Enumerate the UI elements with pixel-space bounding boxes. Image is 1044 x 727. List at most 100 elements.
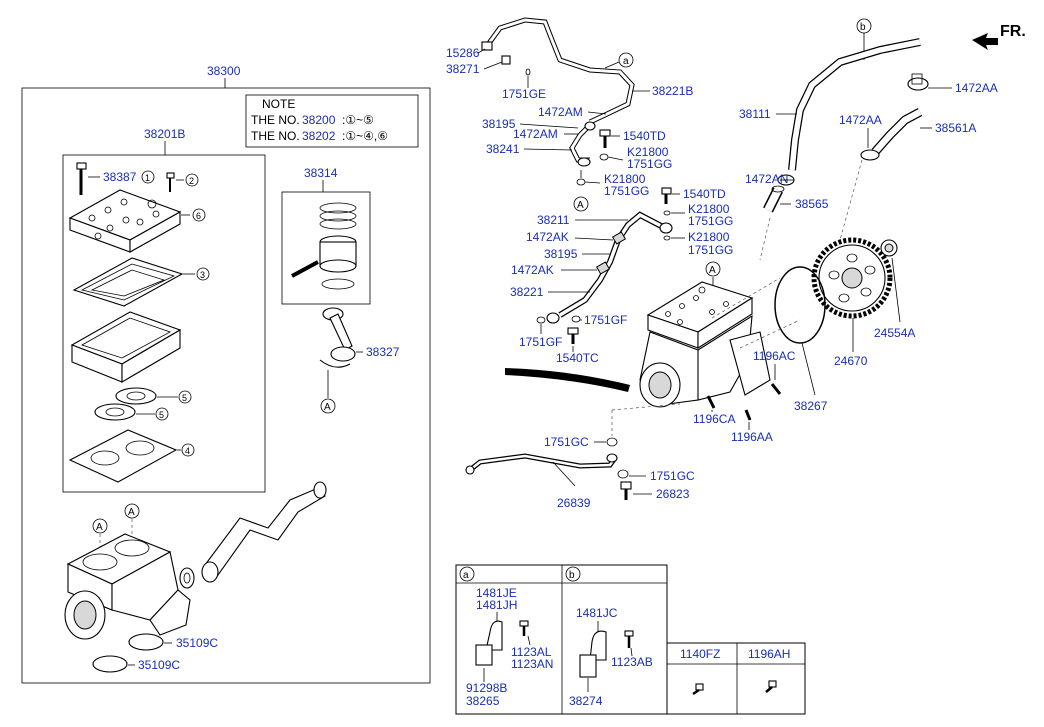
label-1196ca[interactable]: 1196CA <box>693 412 735 426</box>
label-1751gf-1[interactable]: 1751GF <box>584 313 627 327</box>
cylinder-gasket-part[interactable] <box>68 429 178 483</box>
label-1540tc[interactable]: 1540TC <box>556 351 599 365</box>
label-24554a[interactable]: 24554A <box>874 326 915 340</box>
crankcase-part[interactable] <box>64 533 191 640</box>
label-38561a[interactable]: 38561A <box>935 121 976 135</box>
bolt-1540td-2-part[interactable] <box>661 187 672 204</box>
hose-38565-part[interactable] <box>763 185 785 213</box>
gasket-part[interactable] <box>72 257 184 307</box>
bolt-1196ca-part[interactable] <box>706 395 716 409</box>
clamp-b-part[interactable] <box>579 630 607 678</box>
inset-1140fz[interactable]: 1140FZ <box>680 647 720 661</box>
compressor-assembly-part[interactable] <box>639 281 771 408</box>
label-1472aa-1[interactable]: 1472AA <box>955 81 998 95</box>
label-38221[interactable]: 38221 <box>510 285 544 299</box>
label-k21800-3[interactable]: K21800 <box>688 202 730 216</box>
label-38327[interactable]: 38327 <box>366 345 400 359</box>
label-35109c-1[interactable]: 35109C <box>176 636 218 650</box>
label-1472aa-2[interactable]: 1472AA <box>839 113 882 127</box>
label-1751gg-4[interactable]: 1751GG <box>688 243 733 257</box>
drive-gear-part[interactable] <box>811 237 893 319</box>
note-line1-part[interactable]: 38200 <box>302 113 336 127</box>
oring-1751gf-2-part[interactable] <box>571 315 581 323</box>
air-pipe-38221b-part[interactable] <box>481 17 635 125</box>
inset-a-1481jh[interactable]: 1481JH <box>476 598 517 612</box>
crankshaft-part[interactable] <box>201 481 327 583</box>
label-38195-2[interactable]: 38195 <box>544 247 578 261</box>
hose-38241-part[interactable] <box>569 121 596 167</box>
inset-a-91298b[interactable]: 91298B <box>466 681 507 695</box>
inset-a-1123al[interactable]: 1123AL <box>511 645 552 659</box>
oil-pipe-26839-part[interactable] <box>465 453 618 475</box>
inset-1196ah[interactable]: 1196AH <box>748 647 790 661</box>
head-kit-number[interactable]: 38201B <box>144 127 185 141</box>
label-38565[interactable]: 38565 <box>795 197 829 211</box>
label-1472am-1[interactable]: 1472AM <box>538 105 583 119</box>
bolt-1540td-1-part[interactable] <box>599 129 611 148</box>
label-1751gg-3[interactable]: 1751GG <box>688 214 733 228</box>
cover-upper-part[interactable] <box>128 633 164 651</box>
hose-38561a-part[interactable] <box>871 108 923 155</box>
screw-a-part[interactable] <box>519 620 529 636</box>
connecting-rod-part[interactable] <box>319 307 356 368</box>
piston-kit-number[interactable]: 38314 <box>304 166 338 180</box>
label-1751gg-1[interactable]: 1751GG <box>627 157 672 171</box>
label-1472ak-2[interactable]: 1472AK <box>511 263 554 277</box>
oring-1751gc-1-part[interactable] <box>606 437 618 447</box>
label-k21800-4[interactable]: K21800 <box>688 230 730 244</box>
head-small-bolt-part[interactable] <box>166 172 175 192</box>
group-number[interactable]: 38300 <box>207 64 241 78</box>
bolt-1196ac-part[interactable] <box>770 383 782 395</box>
oring-38267-part[interactable] <box>774 266 826 344</box>
label-38111[interactable]: 38111 <box>739 107 771 121</box>
valve-gasket-lower-part[interactable] <box>94 403 136 421</box>
label-1751ge[interactable]: 1751GE <box>502 87 546 101</box>
label-15286[interactable]: 15286 <box>446 46 480 60</box>
gear-nut-24554a-part[interactable] <box>880 239 898 257</box>
valve-plate-part[interactable] <box>70 311 182 383</box>
piston-part[interactable] <box>291 202 357 290</box>
head-bolt-part[interactable] <box>76 162 87 195</box>
valve-gasket-upper-part[interactable] <box>115 387 157 405</box>
fitting-38271-part[interactable] <box>501 55 511 65</box>
label-26823[interactable]: 26823 <box>656 487 690 501</box>
inset-b-1481jc[interactable]: 1481JC <box>576 606 618 620</box>
inset-b-1123ab[interactable]: 1123AB <box>611 655 653 669</box>
hose-clamp-1472aa-2-part[interactable] <box>860 149 880 161</box>
crankshaft-seal-part[interactable] <box>179 567 195 589</box>
inset-a-1123an[interactable]: 1123AN <box>511 657 553 671</box>
bolt-1196ah-part[interactable] <box>765 680 777 693</box>
label-38241[interactable]: 38241 <box>486 142 520 156</box>
label-1472am-2[interactable]: 1472AM <box>513 127 558 141</box>
label-1540td-2[interactable]: 1540TD <box>683 187 726 201</box>
label-k21800-1[interactable]: K21800 <box>627 145 669 159</box>
label-38271[interactable]: 38271 <box>446 62 480 76</box>
label-1751gc-2[interactable]: 1751GC <box>650 469 695 483</box>
label-38211[interactable]: 38211 <box>537 213 570 227</box>
oring-1751ge-part[interactable] <box>525 68 531 76</box>
label-1196aa[interactable]: 1196AA <box>731 430 773 444</box>
bolt-1540tc-part[interactable] <box>567 327 579 344</box>
label-38221b[interactable]: 38221B <box>652 84 693 98</box>
screw-b-part[interactable] <box>624 630 634 648</box>
bolt-26823-part[interactable] <box>620 481 632 500</box>
label-1751gg-2[interactable]: 1751GG <box>604 184 649 198</box>
label-1196ac[interactable]: 1196AC <box>753 349 796 363</box>
label-1540td-1[interactable]: 1540TD <box>623 129 666 143</box>
label-35109c-2[interactable]: 35109C <box>138 658 180 672</box>
label-1751gf-2[interactable]: 1751GF <box>519 335 562 349</box>
label-1472an[interactable]: 1472AN <box>745 172 788 186</box>
inset-a-1481je[interactable]: 1481JE <box>476 586 517 600</box>
label-1751gc-1[interactable]: 1751GC <box>544 435 589 449</box>
oring-1751gc-2-part[interactable] <box>617 469 629 479</box>
label-26839[interactable]: 26839 <box>557 496 591 510</box>
seal-k21800-2-part[interactable] <box>576 178 586 186</box>
bolt-1140fz-part[interactable] <box>692 683 704 696</box>
inset-b-38274[interactable]: 38274 <box>569 694 603 708</box>
air-pipe-38221-part[interactable] <box>546 211 673 324</box>
hose-clamp-1472aa-1-part[interactable] <box>907 73 929 91</box>
cover-lower-part[interactable] <box>92 655 128 673</box>
clamp-a-part[interactable] <box>475 620 503 666</box>
label-38267[interactable]: 38267 <box>794 399 828 413</box>
label-38195-1[interactable]: 38195 <box>482 117 516 131</box>
